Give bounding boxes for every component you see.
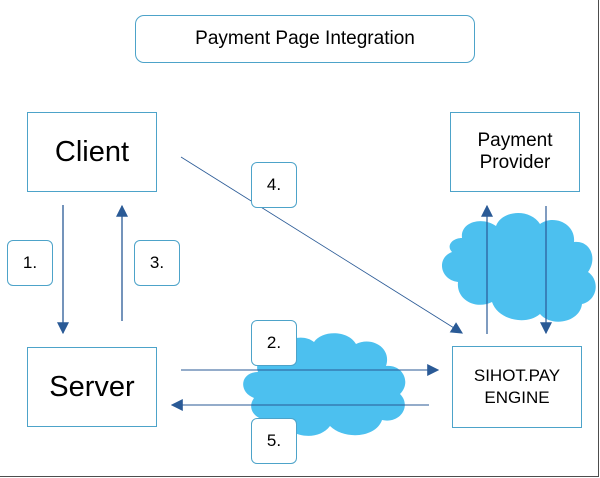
node-sihot-pay-engine: SIHOT.PAY ENGINE [452,346,582,428]
step-label-1: 1. [7,240,53,286]
step-label-5: 5. [251,418,297,464]
step-label-2: 2. [251,320,297,366]
node-server: Server [27,347,157,427]
step-label-4: 4. [251,162,297,208]
node-payment-provider: Payment Provider [450,112,580,192]
diagram-title: Payment Page Integration [135,15,475,63]
node-client: Client [27,112,157,192]
step-label-3: 3. [134,240,180,286]
arrow-step-4 [180,156,464,334]
network-cloud-upper [441,212,596,322]
